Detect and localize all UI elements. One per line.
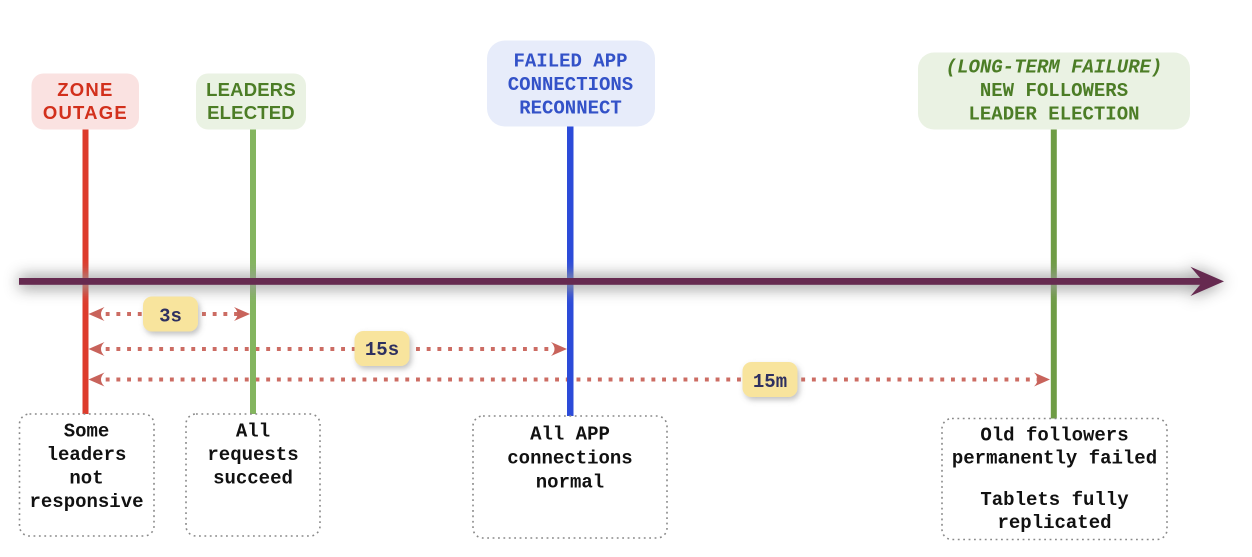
svg-text:(LONG-TERM FAILURE): (LONG-TERM FAILURE) [946,57,1163,79]
svg-text:responsive: responsive [29,491,143,513]
svg-text:3s: 3s [159,306,182,328]
svg-text:succeed: succeed [213,468,293,490]
svg-text:RECONNECT: RECONNECT [519,98,622,120]
svg-text:All APP: All APP [530,424,610,446]
svg-text:permanently failed: permanently failed [952,448,1157,470]
svg-text:Old followers: Old followers [980,425,1128,447]
svg-text:connections: connections [507,448,632,470]
svg-text:All: All [236,421,270,443]
svg-text:15s: 15s [365,339,399,361]
svg-text:Tablets fully: Tablets fully [980,489,1129,511]
svg-text:not: not [69,468,103,490]
svg-text:OUTAGE: OUTAGE [43,102,128,123]
svg-text:ELECTED: ELECTED [207,102,295,123]
svg-text:ZONE: ZONE [57,79,113,100]
svg-text:Some: Some [64,421,110,443]
svg-text:FAILED APP: FAILED APP [513,51,627,73]
svg-text:replicated: replicated [997,512,1111,534]
svg-text:NEW FOLLOWERS: NEW FOLLOWERS [980,80,1128,102]
svg-text:15m: 15m [753,371,787,393]
svg-text:normal: normal [536,472,604,494]
svg-text:CONNECTIONS: CONNECTIONS [508,74,633,96]
svg-text:LEADERS: LEADERS [206,79,296,100]
svg-text:requests: requests [207,444,298,466]
svg-text:LEADER ELECTION: LEADER ELECTION [968,103,1139,125]
svg-text:leaders: leaders [47,444,127,466]
